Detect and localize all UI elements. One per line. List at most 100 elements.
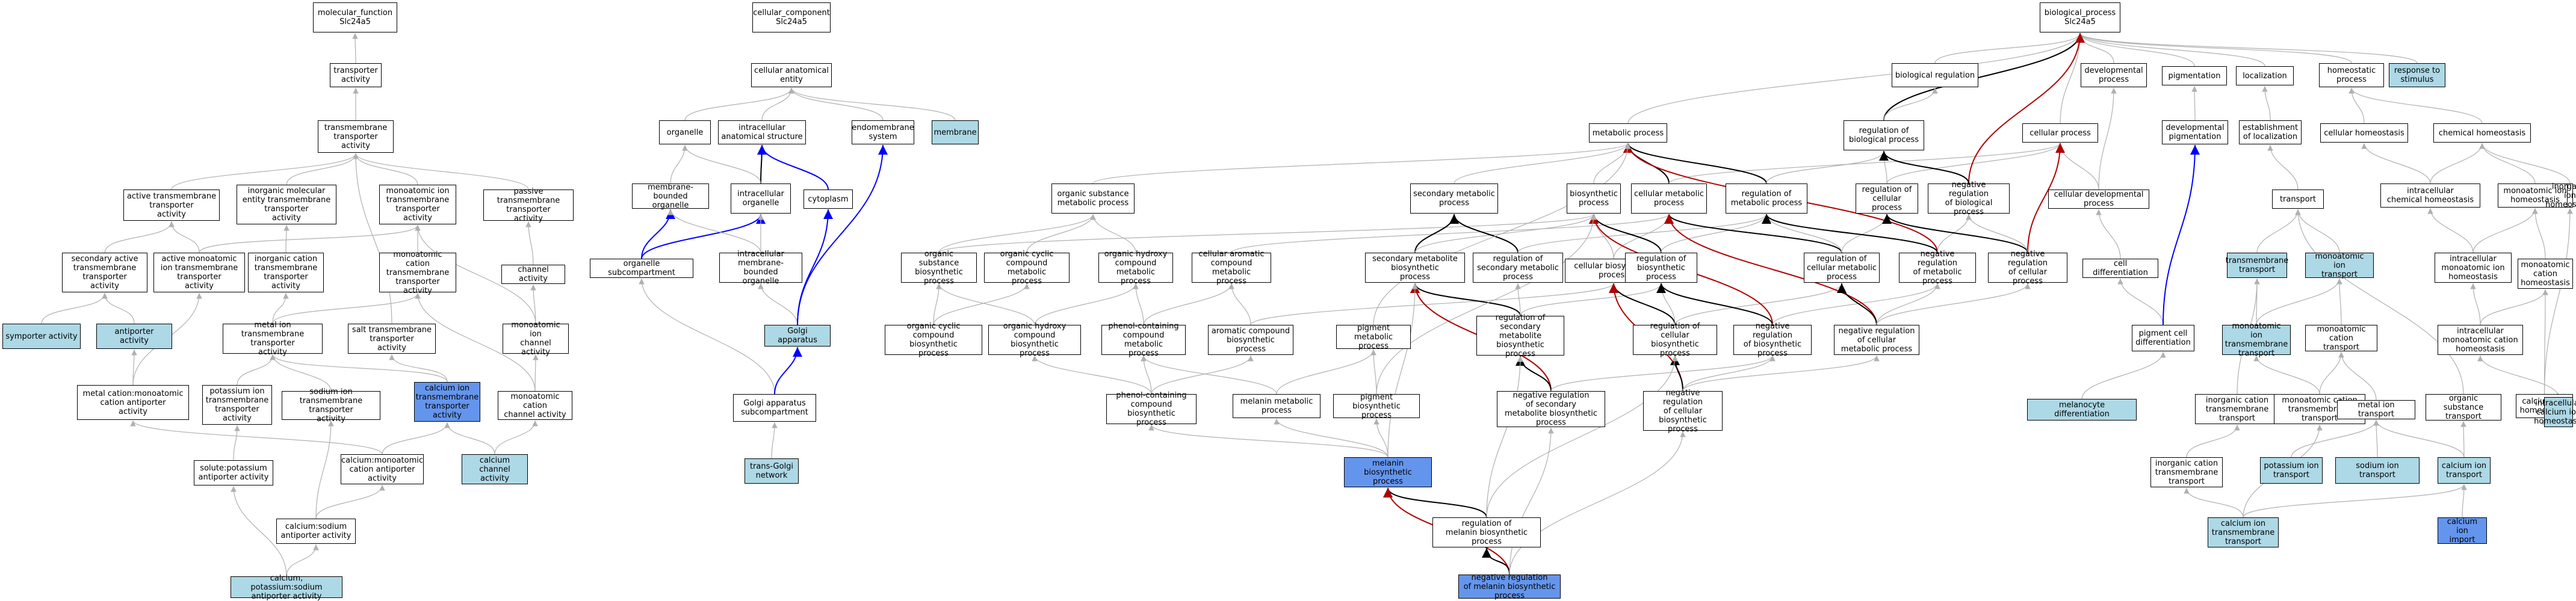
go-term-calimport[interactable]: calcium ion import	[2438, 517, 2487, 544]
go-term-inorgiontmt[interactable]: inorganic cation transmembrane transport	[2150, 457, 2223, 487]
go-term-metalta[interactable]: metal ion transmembrane transporter acti…	[223, 321, 323, 357]
go-term-cellhom[interactable]: cellular homeostasis	[2320, 123, 2408, 143]
go-term-pccbp[interactable]: phenol-containing compound biosynthetic …	[1106, 391, 1197, 427]
go-term-solpot[interactable]: solute:potassium antiporter activity	[194, 460, 273, 485]
go-term-chact[interactable]: channel activity	[501, 265, 565, 284]
go-term-regmelbp[interactable]: regulation of melanin biosynthetic proce…	[1432, 517, 1541, 547]
go-term-local[interactable]: localization	[2236, 66, 2294, 85]
go-term-cpsanti[interactable]: calcium, potassium:sodium antiporter act…	[231, 574, 342, 601]
go-term-organelle[interactable]: organelle	[659, 120, 711, 144]
go-term-ptmta[interactable]: passive transmembrane transporter activi…	[483, 187, 574, 223]
go-term-monochan[interactable]: monoatomic ion channel activity	[503, 321, 569, 357]
go-term-pcd[interactable]: pigment cell differentiation	[2132, 325, 2194, 351]
go-term-pigm[interactable]: pigmentation	[2162, 66, 2227, 85]
go-term-pigmp[interactable]: pigment metabolic process	[1336, 324, 1411, 351]
go-term-mcatta[interactable]: monoatomic cation transmembrane transpor…	[379, 250, 456, 295]
go-term-mcattrans[interactable]: monoatomic cation transport	[2305, 325, 2377, 352]
go-term-caltmt[interactable]: calcium ion transmembrane transport	[2208, 517, 2279, 547]
go-term-ostrans[interactable]: organic substance transport	[2426, 394, 2501, 421]
go-term-sodtrans[interactable]: sodium ion transport	[2335, 457, 2420, 484]
go-term-transport[interactable]: transport	[2272, 190, 2324, 209]
go-term-celldevp[interactable]: cellular developmental process	[2048, 190, 2149, 209]
go-term-regcbp[interactable]: regulation of cellular biosynthetic proc…	[1633, 322, 1717, 358]
go-term-imbo[interactable]: intracellular membrane-bounded organelle	[719, 250, 802, 286]
go-term-tgn[interactable]: trans-Golgi network	[745, 458, 799, 484]
go-term-acbp[interactable]: aromatic compound biosynthetic process	[1208, 325, 1293, 355]
go-term-membrane[interactable]: membrane	[932, 120, 979, 144]
go-term-osmp[interactable]: organic substance metabolic process	[1051, 183, 1135, 214]
go-term-negregcbp[interactable]: negative regulation of cellular biosynth…	[1643, 389, 1723, 434]
go-term-pccmp[interactable]: phenol-containing compound metabolic pro…	[1101, 322, 1186, 358]
go-term-camp[interactable]: cellular aromatic compound metabolic pro…	[1192, 250, 1271, 286]
go-term-devpig[interactable]: developmental pigmentation	[2162, 120, 2228, 144]
go-term-cc[interactable]: cellular_component Slc24a5	[752, 2, 831, 32]
go-term-regsmp[interactable]: regulation of secondary metabolic proces…	[1473, 253, 1563, 283]
go-term-regbsp[interactable]: regulation of biosynthetic process	[1625, 253, 1697, 283]
go-term-breg[interactable]: biological regulation	[1892, 63, 1978, 87]
go-term-golgi[interactable]: Golgi apparatus	[764, 325, 831, 347]
go-term-secmp[interactable]: secondary metabolic process	[1410, 183, 1498, 214]
go-term-biosyn[interactable]: biosynthetic process	[1567, 183, 1621, 214]
go-term-mf[interactable]: molecular_function Slc24a5	[313, 2, 397, 32]
go-term-inorgcattmt[interactable]: inorganic cation transmembrane transport	[2195, 394, 2279, 424]
go-term-melano[interactable]: melanocyte differentiation	[2027, 399, 2137, 421]
go-term-icalhom[interactable]: intracellular calcium ion homeostasis	[2534, 397, 2576, 427]
go-term-tra[interactable]: transporter activity	[330, 63, 382, 87]
go-term-golgisub[interactable]: Golgi apparatus subcompartment	[733, 394, 816, 422]
go-term-regsmbp[interactable]: regulation of secondary metabolite biosy…	[1476, 313, 1564, 359]
go-term-melmp[interactable]: melanin metabolic process	[1233, 394, 1321, 418]
go-term-anti[interactable]: antiporter activity	[96, 324, 172, 349]
go-term-atmta[interactable]: active transmembrane transporter activit…	[123, 190, 220, 221]
go-term-ohbp[interactable]: organic hydroxy compound biosynthetic pr…	[988, 322, 1081, 358]
go-term-negregbp[interactable]: negative regulation of biological proces…	[1928, 180, 2010, 217]
go-term-ias[interactable]: intracellular anatomical structure	[718, 120, 806, 144]
go-term-melbp[interactable]: melanin biosynthetic process	[1344, 457, 1432, 487]
go-term-tmtrans[interactable]: transmembrane transport	[2226, 253, 2288, 278]
go-term-cellp[interactable]: cellular process	[2022, 123, 2098, 143]
go-term-calta[interactable]: calcium ion transmembrane transporter ac…	[414, 382, 480, 422]
go-term-icatta[interactable]: inorganic cation transmembrane transport…	[248, 253, 324, 292]
go-term-tmta[interactable]: transmembrane transporter activity	[318, 120, 394, 153]
go-term-cmp[interactable]: cellular metabolic process	[1631, 183, 1707, 214]
go-term-calchan[interactable]: calcium channel activity	[462, 454, 528, 484]
go-term-monotmt[interactable]: monoatomic ion transmembrane transport	[2222, 322, 2291, 358]
go-term-mcathom[interactable]: monoatomic cation homeostasis	[2518, 259, 2573, 289]
go-term-mbo[interactable]: membrane-bounded organelle	[632, 183, 709, 210]
go-term-monota[interactable]: monoatomic ion transmembrane transporter…	[379, 185, 456, 224]
go-term-homp[interactable]: homeostatic process	[2319, 63, 2384, 87]
go-term-chemhom[interactable]: chemical homeostasis	[2433, 123, 2531, 143]
go-term-cyto[interactable]: cytoplasm	[803, 190, 853, 209]
go-term-iometa[interactable]: inorganic molecular entity transmembrane…	[237, 185, 336, 224]
go-term-mcatanti[interactable]: metal cation:monoatomic cation antiporte…	[77, 385, 189, 420]
go-term-osbp[interactable]: organic substance biosynthetic process	[901, 250, 977, 286]
go-term-regbp[interactable]: regulation of biological process	[1844, 120, 1924, 150]
go-term-bp[interactable]: biological_process Slc24a5	[2040, 2, 2120, 32]
go-term-negregmp[interactable]: negative regulation of metabolic process	[1899, 250, 1976, 286]
go-term-devp[interactable]: developmental process	[2081, 63, 2147, 87]
go-term-pigbp[interactable]: pigment biosynthetic process	[1333, 393, 1420, 420]
go-term-potta[interactable]: potassium ion transmembrane transporter …	[202, 385, 272, 425]
go-term-inorghom[interactable]: inorganic ion homeostasis	[2545, 182, 2576, 209]
go-term-negregmelbp[interactable]: negative regulation of melanin biosynthe…	[1458, 573, 1561, 600]
go-term-endo[interactable]: endomembrane system	[852, 120, 914, 144]
go-term-calsod[interactable]: calcium:sodium antiporter activity	[276, 519, 356, 544]
go-term-resp[interactable]: response to stimulus	[2389, 63, 2445, 87]
go-term-caltrans[interactable]: calcium ion transport	[2438, 457, 2491, 484]
go-term-ocbp[interactable]: organic cyclic compound biosynthetic pro…	[885, 322, 982, 358]
go-term-negregcmp[interactable]: negative regulation of cellular metaboli…	[1834, 325, 1919, 355]
go-term-ohmp[interactable]: organic hydroxy compound metabolic proce…	[1098, 250, 1173, 286]
go-term-monohom[interactable]: monoatomic ion homeostasis	[2498, 183, 2572, 208]
go-term-negregbsp[interactable]: negative regulation of biosynthetic proc…	[1733, 322, 1812, 358]
go-term-negregsmbp[interactable]: negative regulation of secondary metabol…	[1497, 391, 1605, 427]
go-term-imonohom[interactable]: intracellular monoatomic ion homeostasis	[2435, 253, 2512, 283]
go-term-metaltrans[interactable]: metal ion transport	[2337, 400, 2415, 419]
go-term-monotrans[interactable]: monoatomic ion transport	[2305, 252, 2374, 279]
go-term-negregcp[interactable]: negative regulation of cellular process	[1988, 250, 2067, 286]
go-term-io[interactable]: intracellular organelle	[731, 183, 791, 214]
go-term-osub[interactable]: organelle subcompartment	[590, 259, 693, 278]
go-term-smbp[interactable]: secondary metabolite biosynthetic proces…	[1365, 253, 1465, 283]
go-term-estloc[interactable]: establishment of localization	[2239, 120, 2302, 144]
go-term-regmp[interactable]: regulation of metabolic process	[1726, 183, 1807, 214]
go-term-regcmp[interactable]: regulation of cellular metabolic process	[1804, 253, 1880, 283]
go-term-celldiff[interactable]: cell differentiation	[2082, 259, 2158, 278]
